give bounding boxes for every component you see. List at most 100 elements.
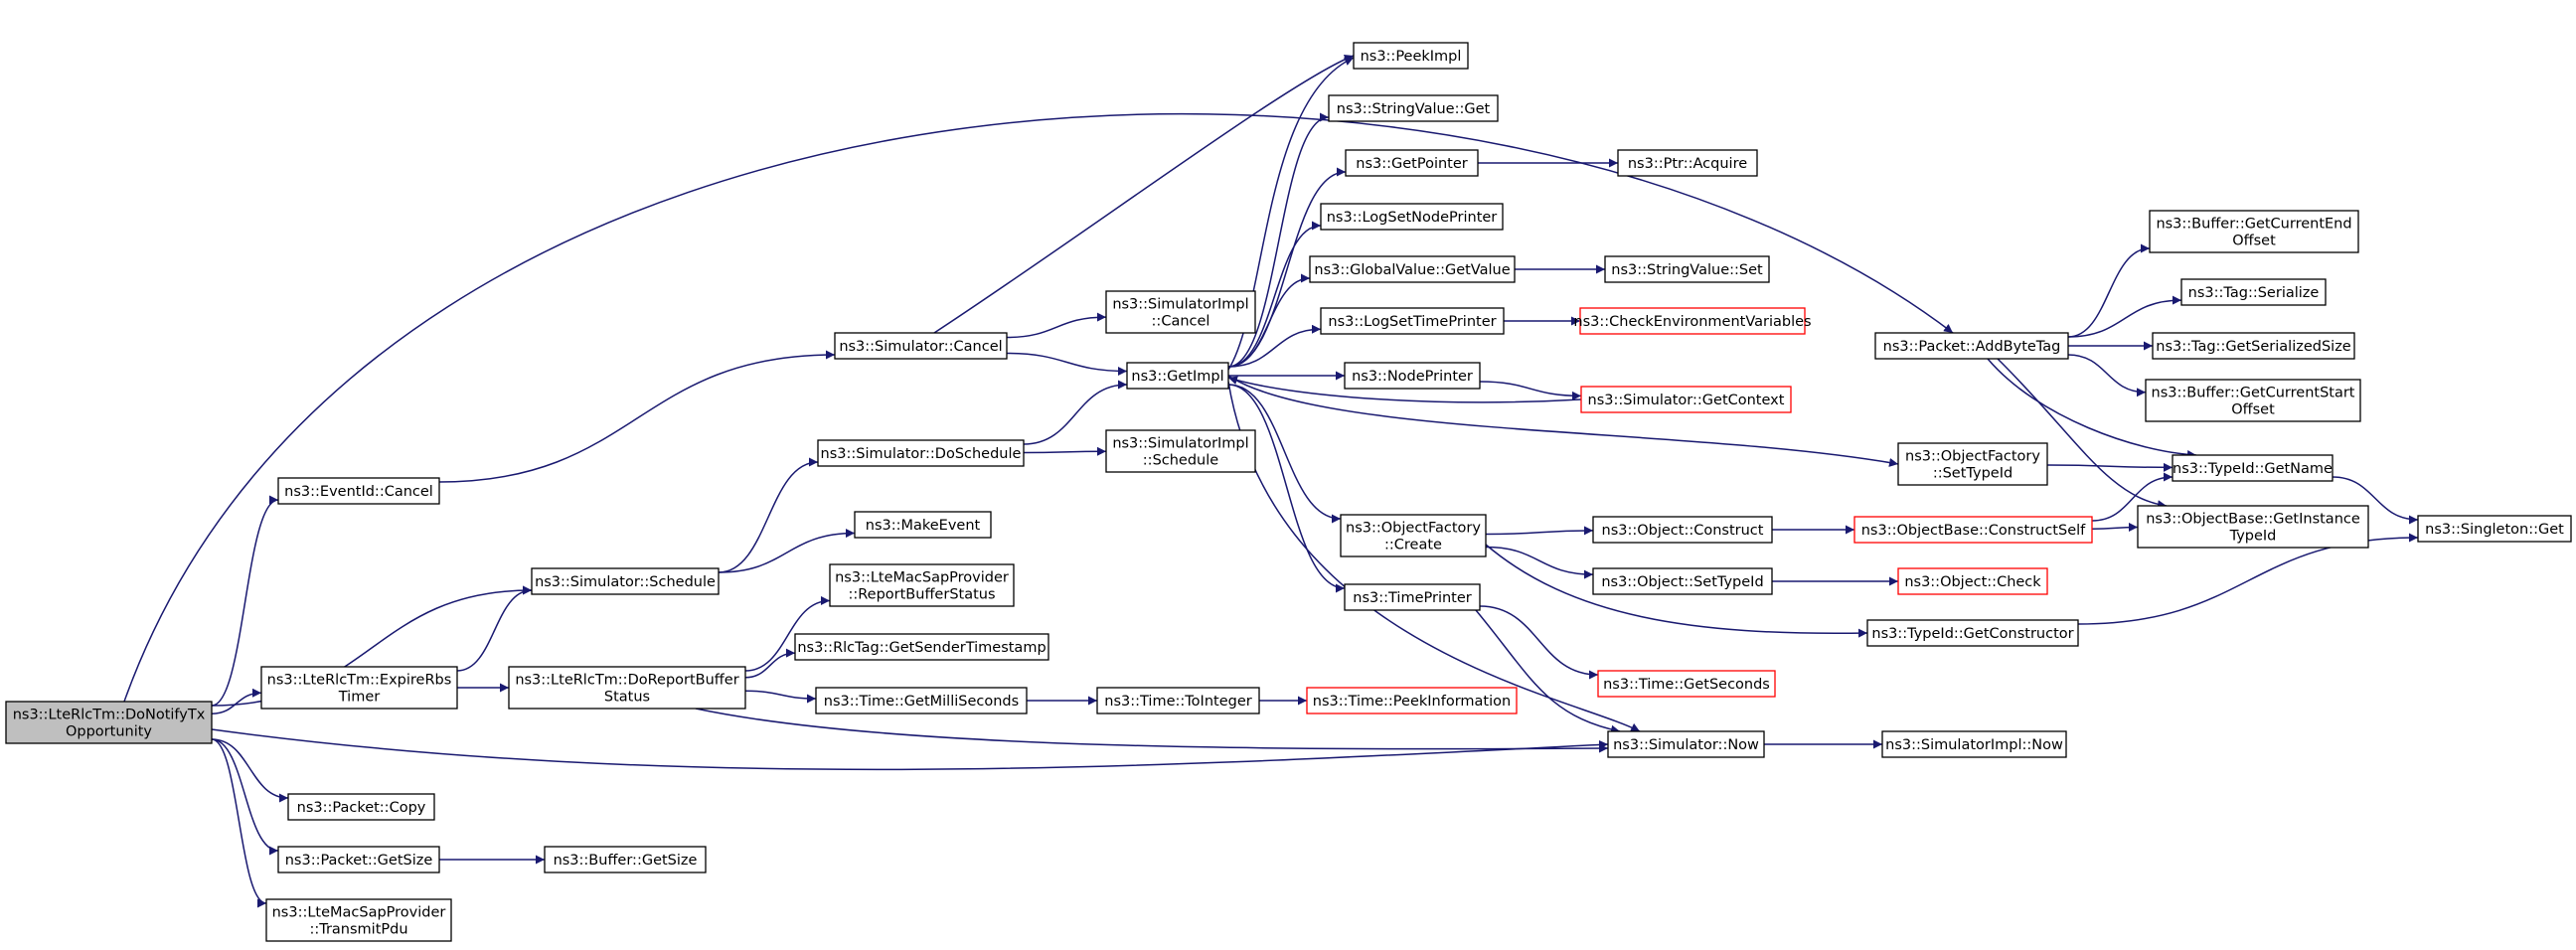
edge-root-to-simnow — [211, 728, 1609, 771]
node-reportbufferstatus[interactable]: ns3::LteMacSapProvider::ReportBufferStat… — [829, 563, 1015, 607]
node-box — [1579, 307, 1806, 335]
node-box — [277, 477, 440, 505]
edge-objectfactorysettypeid-to-typeidgetname — [2046, 462, 2174, 472]
node-typeidgetconstructor[interactable]: ns3::TypeId::GetConstructor — [1866, 619, 2079, 647]
node-tagserialize[interactable]: ns3::Tag::Serialize — [2180, 278, 2327, 306]
node-simimplnow[interactable]: ns3::SimulatorImpl::Now — [1881, 730, 2067, 758]
node-label: ns3::Time::PeekInformation — [1313, 694, 1511, 710]
edge-objectfactorycreate-to-objectconstruct — [1485, 526, 1594, 536]
edge-typeidgetconstructor-to-singletonget — [2077, 533, 2419, 625]
edge-simcancel-to-peekimpl — [933, 55, 1355, 334]
node-simgetcontext[interactable]: ns3::Simulator::GetContext — [1580, 386, 1792, 413]
node-box — [5, 701, 213, 744]
node-box — [834, 332, 1008, 360]
node-stringvalueset[interactable]: ns3::StringValue::Set — [1604, 255, 1770, 283]
node-label: ns3::StringValue::Get — [1337, 101, 1491, 117]
node-label: ns3::Packet::Copy — [297, 800, 426, 816]
node-objectfactorycreate[interactable]: ns3::ObjectFactory::Create — [1340, 514, 1487, 557]
node-stringvalueget[interactable]: ns3::StringValue::Get — [1328, 94, 1499, 122]
node-box — [1897, 567, 2048, 595]
node-label: ns3::LogSetTimePrinter — [1328, 314, 1496, 330]
node-makeevent[interactable]: ns3::MakeEvent — [854, 511, 992, 539]
node-box — [260, 666, 458, 710]
node-packetcopy[interactable]: ns3::Packet::Copy — [287, 793, 435, 821]
edge-objectfactorycreate-to-typeidgetconstructor — [1485, 544, 1868, 638]
edge-objectbaseconstructself-to-typeidgetname — [2091, 472, 2174, 522]
node-packetgetsize[interactable]: ns3::Packet::GetSize — [277, 846, 440, 873]
edge-eventcancel-to-simcancel — [438, 350, 836, 483]
node-rlctag[interactable]: ns3::RlcTag::GetSenderTimestamp — [794, 633, 1049, 661]
node-label: ns3::GetPointer — [1356, 156, 1468, 172]
edge-doreportbufferstatus-to-simnow — [695, 708, 1609, 753]
node-nodeprinter[interactable]: ns3::NodePrinter — [1344, 362, 1481, 390]
node-label: ns3::TypeId::GetConstructor — [1871, 626, 2073, 642]
node-peekinformation[interactable]: ns3::Time::PeekInformation — [1306, 687, 1518, 714]
edge-doreportbufferstatus-to-rlctag — [744, 648, 796, 679]
node-timeprinter[interactable]: ns3::TimePrinter — [1344, 583, 1481, 611]
node-box — [1853, 516, 2093, 544]
node-label: ns3::ObjectFactory — [1905, 449, 2040, 465]
edge-getimpl-to-logsetnodeprinter — [1227, 221, 1322, 368]
node-label: ns3::MakeEvent — [866, 518, 981, 534]
node-buffergetsize[interactable]: ns3::Buffer::GetSize — [544, 846, 707, 873]
node-eventcancel[interactable]: ns3::EventId::Cancel — [277, 477, 440, 505]
node-label: ::Schedule — [1143, 453, 1218, 469]
node-box — [1105, 290, 1256, 334]
node-box — [1096, 687, 1260, 714]
node-label: ns3::LteRlcTm::ExpireRbs — [267, 673, 452, 689]
node-checkenv[interactable]: ns3::CheckEnvironmentVariables — [1573, 307, 1812, 335]
edge-getimpl-to-logsettimeprinter — [1227, 324, 1322, 368]
node-logsetnodeprinter[interactable]: ns3::LogSetNodePrinter — [1320, 203, 1504, 231]
node-peekimpl[interactable]: ns3::PeekImpl — [1353, 42, 1469, 70]
node-objectbaseconstructself[interactable]: ns3::ObjectBase::ConstructSelf — [1853, 516, 2093, 544]
node-simcancel[interactable]: ns3::Simulator::Cancel — [834, 332, 1008, 360]
node-label: ns3::LteMacSapProvider — [272, 905, 446, 921]
node-singletonget[interactable]: ns3::Singleton::Get — [2417, 515, 2572, 543]
node-box — [854, 511, 992, 539]
node-simschedule[interactable]: ns3::Simulator::Schedule — [531, 567, 720, 595]
node-packetaddbytetag[interactable]: ns3::Packet::AddByteTag — [1874, 332, 2069, 360]
node-simnow[interactable]: ns3::Simulator::Now — [1607, 730, 1765, 758]
node-simimplschedule[interactable]: ns3::SimulatorImpl::Schedule — [1105, 429, 1256, 473]
node-globalvaluegetvalue[interactable]: ns3::GlobalValue::GetValue — [1309, 255, 1516, 283]
node-box — [2145, 379, 2361, 422]
node-getpointer[interactable]: ns3::GetPointer — [1345, 149, 1479, 177]
node-label: ns3::LogSetNodePrinter — [1327, 210, 1498, 226]
node-label: ns3::Buffer::GetSize — [554, 853, 698, 869]
node-ptracquire[interactable]: ns3::Ptr::Acquire — [1617, 149, 1758, 177]
node-box — [1897, 442, 2048, 486]
node-simdoschedule[interactable]: ns3::Simulator::DoSchedule — [817, 439, 1025, 467]
node-logsettimeprinter[interactable]: ns3::LogSetTimePrinter — [1320, 307, 1505, 335]
node-box — [817, 439, 1025, 467]
node-box — [1320, 203, 1504, 231]
node-simimplcancel[interactable]: ns3::SimulatorImpl::Cancel — [1105, 290, 1256, 334]
node-taggetserializedsize[interactable]: ns3::Tag::GetSerializedSize — [2152, 332, 2355, 360]
node-box — [1344, 583, 1481, 611]
node-label: ns3::Packet::GetSize — [285, 853, 433, 869]
node-label: ns3::RlcTag::GetSenderTimestamp — [797, 640, 1046, 656]
node-label: ns3::TimePrinter — [1353, 590, 1472, 606]
node-box — [1345, 149, 1479, 177]
node-tointeger[interactable]: ns3::Time::ToInteger — [1096, 687, 1260, 714]
edge-simcancel-to-simimplcancel — [1006, 312, 1107, 339]
node-label: Status — [604, 690, 650, 706]
node-box — [1126, 362, 1229, 390]
node-objectcheck[interactable]: ns3::Object::Check — [1897, 567, 2048, 595]
node-getmilliseconds[interactable]: ns3::Time::GetMilliSeconds — [815, 687, 1028, 714]
node-objectfactorysettypeid[interactable]: ns3::ObjectFactory::SetTypeId — [1897, 442, 2048, 486]
node-objectsettypeid[interactable]: ns3::Object::SetTypeId — [1592, 567, 1773, 595]
node-typeidgetname[interactable]: ns3::TypeId::GetName — [2172, 454, 2334, 482]
node-transmitpdu[interactable]: ns3::LteMacSapProvider::TransmitPdu — [265, 898, 452, 942]
node-label: ns3::Time::GetSeconds — [1603, 677, 1770, 693]
node-label: ns3::Simulator::Now — [1613, 737, 1759, 753]
node-objectconstruct[interactable]: ns3::Object::Construct — [1592, 516, 1773, 544]
node-getimpl[interactable]: ns3::GetImpl — [1126, 362, 1229, 390]
node-timegetseconds[interactable]: ns3::Time::GetSeconds — [1597, 670, 1776, 698]
